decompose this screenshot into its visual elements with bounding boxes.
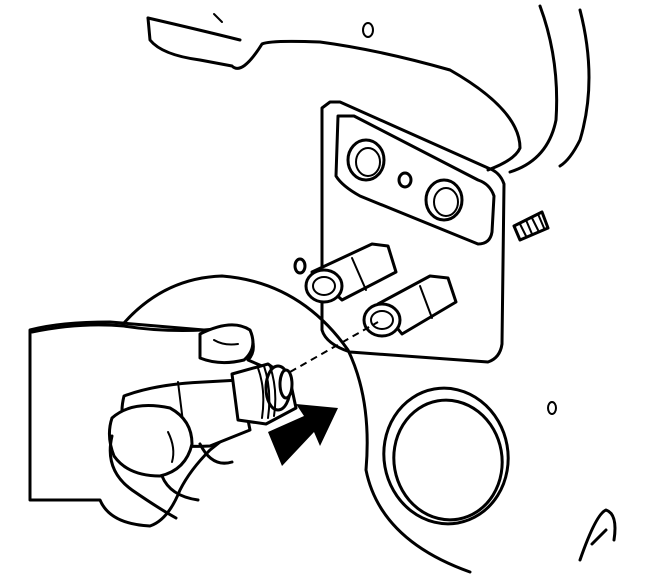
hand-icon xyxy=(28,320,264,528)
direction-arrow-icon xyxy=(268,404,338,466)
pipe-stub-lower xyxy=(362,274,458,338)
threaded-stud xyxy=(512,210,550,242)
port-right xyxy=(424,178,464,222)
port-left xyxy=(346,138,386,182)
alignment-line xyxy=(289,321,379,373)
ring xyxy=(382,386,510,526)
mounting-plate xyxy=(293,100,506,364)
engine-casting xyxy=(146,4,591,174)
body-panel xyxy=(116,274,472,574)
pipe-stub-upper xyxy=(304,242,398,304)
quick-connect-fitting-icon xyxy=(230,362,298,426)
center-bolt xyxy=(397,171,413,189)
